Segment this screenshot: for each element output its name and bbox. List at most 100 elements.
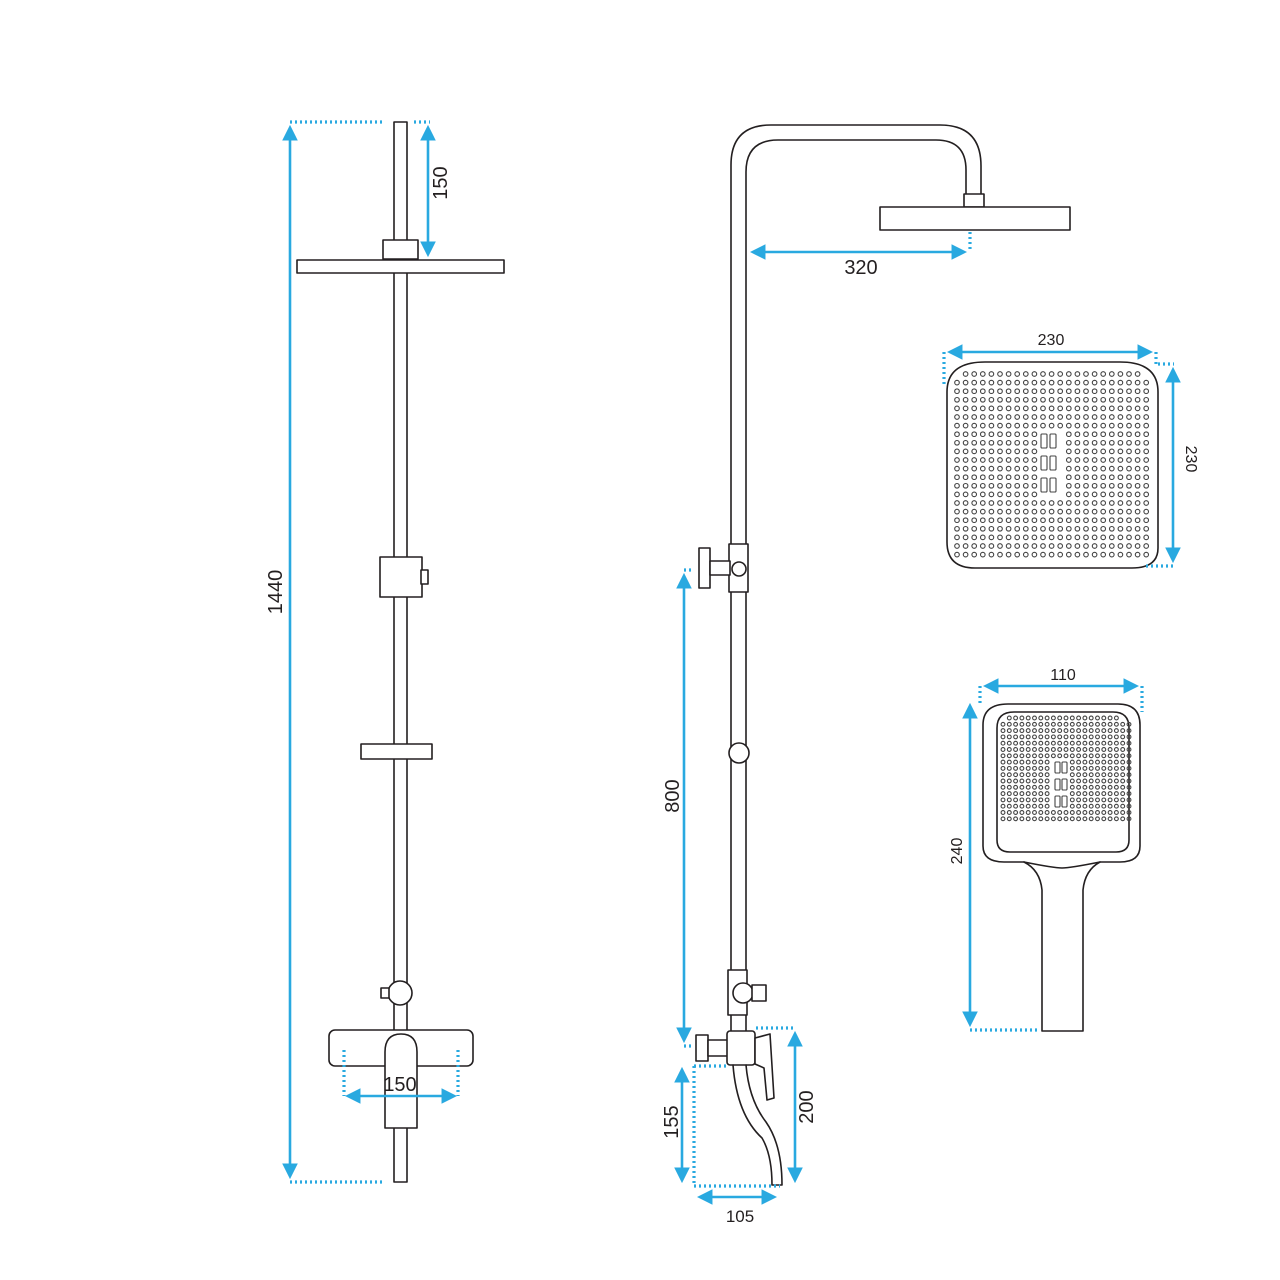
nozzle-dot — [1048, 422, 1055, 429]
nozzle-dot — [1000, 772, 1006, 778]
nozzle-dot — [962, 482, 969, 489]
nozzle-dot — [1038, 765, 1044, 771]
shower-head-nozzles — [954, 371, 1150, 558]
nozzle-dot — [1048, 508, 1055, 515]
nozzle-dot — [1014, 414, 1021, 420]
nozzle-dot — [1143, 465, 1150, 472]
nozzle-dot — [1019, 728, 1025, 734]
nozzle-dot — [1031, 534, 1038, 541]
nozzle-dot — [1082, 810, 1088, 815]
nozzle-dot — [1126, 465, 1132, 472]
nozzle-dot — [1000, 816, 1006, 822]
nozzle-dot — [1083, 431, 1089, 438]
dim-arm-reach-label: 320 — [844, 257, 877, 279]
nozzle-dot — [962, 371, 969, 377]
nozzle-dot — [1108, 414, 1115, 420]
nozzle-dot — [1113, 810, 1119, 815]
nozzle-dot — [1095, 765, 1100, 771]
nozzle-dot — [954, 405, 960, 412]
front-soap-holder — [360, 743, 433, 760]
nozzle-dot — [1083, 508, 1089, 515]
nozzle-dot — [988, 543, 995, 549]
nozzle-dot — [1065, 448, 1072, 455]
nozzle-dot — [1108, 371, 1115, 377]
nozzle-dot — [1074, 422, 1081, 429]
nozzle-dot — [1143, 388, 1150, 395]
nozzle-dot — [1005, 491, 1012, 498]
nozzle-dot — [1005, 439, 1012, 446]
shower-head-plate — [946, 361, 1159, 569]
front-view — [296, 121, 505, 1183]
nozzle-dot — [1025, 759, 1031, 765]
nozzle-dot — [1113, 715, 1119, 721]
nozzle-dot — [1031, 465, 1038, 472]
nozzle-dot — [1013, 728, 1019, 734]
nozzle-dot — [1117, 534, 1124, 541]
nozzle-dot — [1050, 715, 1056, 721]
nozzle-dot — [1005, 508, 1012, 515]
nozzle-dot — [1107, 772, 1113, 778]
nozzle-dot — [1006, 772, 1012, 778]
nozzle-dot — [1074, 457, 1081, 463]
nozzle-dot — [1074, 405, 1081, 412]
nozzle-dot — [1076, 816, 1082, 822]
nozzle-dot — [1143, 482, 1150, 489]
nozzle-dot — [1088, 778, 1094, 784]
nozzle-dot — [1113, 740, 1119, 746]
nozzle-dot — [1022, 379, 1029, 386]
nozzle-dot — [971, 414, 978, 420]
nozzle-dot — [1107, 715, 1113, 721]
nozzle-dot — [997, 508, 1003, 515]
nozzle-dot — [1120, 797, 1126, 803]
nozzle-dot — [1005, 371, 1012, 377]
nozzle-dot — [1126, 784, 1132, 790]
nozzle-dot — [1025, 797, 1031, 803]
nozzle-dot — [1014, 379, 1021, 386]
nozzle-dot — [1082, 753, 1088, 759]
nozzle-dot — [1025, 721, 1031, 727]
nozzle-dot — [1031, 396, 1038, 403]
nozzle-dot — [997, 534, 1003, 541]
nozzle-dot — [1126, 740, 1132, 746]
nozzle-dot — [988, 517, 995, 524]
nozzle-dot — [988, 551, 995, 558]
nozzle-dot — [1095, 721, 1100, 727]
nozzle-dot — [1113, 747, 1119, 752]
side-outlet-nub — [751, 984, 767, 1002]
nozzle-dot — [1134, 500, 1141, 506]
nozzle-dot — [1107, 740, 1113, 746]
nozzle-dot — [1113, 797, 1119, 803]
nozzle-dot — [1126, 396, 1132, 403]
nozzle-dot — [1117, 379, 1124, 386]
nozzle-dot — [1108, 534, 1115, 541]
nozzle-dot — [1032, 791, 1037, 797]
nozzle-dot — [1088, 747, 1094, 752]
nozzle-dot — [1120, 759, 1126, 765]
nozzle-dot — [979, 448, 986, 455]
nozzle-dot — [1032, 728, 1037, 734]
nozzle-dot — [1038, 772, 1044, 778]
nozzle-dot — [988, 431, 995, 438]
nozzle-dot — [1095, 740, 1100, 746]
side-hose-outlet — [732, 982, 754, 1004]
nozzle-dot — [1063, 715, 1069, 721]
nozzle-dot — [1014, 405, 1021, 412]
nozzle-dot — [1065, 543, 1072, 549]
nozzle-dot — [962, 474, 969, 481]
front-mixer-handle — [384, 1033, 418, 1129]
nozzle-dot — [954, 422, 960, 429]
nozzle-dot — [1076, 734, 1082, 740]
nozzle-dot — [1000, 765, 1006, 771]
nozzle-dot — [1108, 551, 1115, 558]
nozzle-dot — [1134, 448, 1141, 455]
nozzle-dot — [962, 405, 969, 412]
nozzle-dot — [1069, 747, 1075, 752]
nozzle-dot — [1143, 534, 1150, 541]
nozzle-dot — [1044, 765, 1050, 771]
nozzle-dot — [1048, 405, 1055, 412]
nozzle-dot — [1013, 797, 1019, 803]
dim-spout-reach: 105 — [696, 1189, 778, 1226]
dim-hand-width-label: 110 — [1050, 667, 1076, 684]
nozzle-dot — [1050, 747, 1056, 752]
nozzle-dot — [1014, 422, 1021, 429]
